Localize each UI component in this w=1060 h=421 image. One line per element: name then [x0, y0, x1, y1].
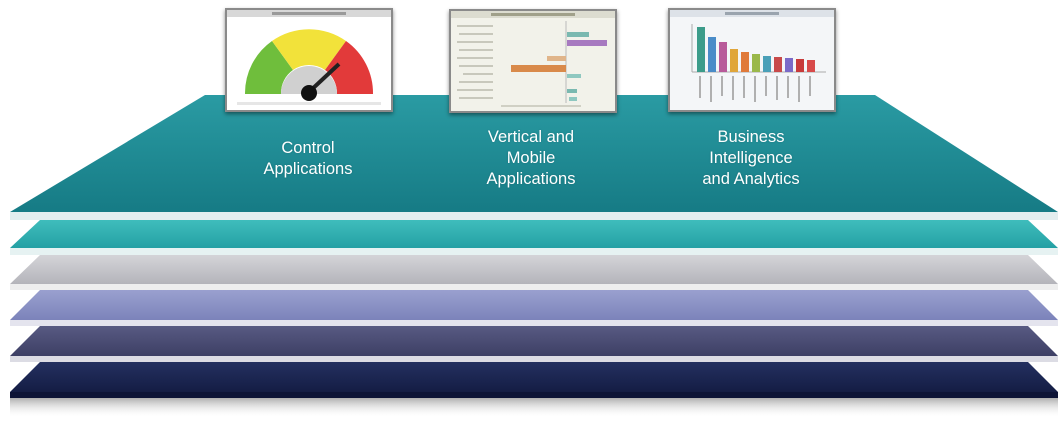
bar-chart-icon [451, 11, 615, 111]
label-line: Applications [486, 170, 576, 188]
top-platform [10, 95, 1058, 212]
column-chart-thumbnail [668, 8, 836, 112]
bar-chart-thumbnail [449, 9, 617, 113]
label-line: Mobile [506, 149, 556, 167]
gauge-chart-thumbnail [225, 8, 393, 112]
stack-shadow [10, 398, 1058, 418]
label-line: Vertical and [487, 128, 575, 146]
label-line: Intelligence [709, 149, 793, 167]
layer-slate [10, 326, 1058, 356]
label-line: Applications [263, 160, 353, 178]
business-intelligence-analytics-label: Business Intelligence and Analytics [651, 127, 851, 190]
label-line: and Analytics [702, 170, 800, 188]
control-applications-label: Control Applications [208, 138, 408, 180]
column-chart-icon [670, 10, 834, 110]
layer-navy [10, 362, 1058, 392]
layer-teal [10, 220, 1058, 248]
label-line: Control [281, 139, 335, 157]
vertical-mobile-applications-label: Vertical and Mobile Applications [431, 127, 631, 190]
gauge-chart-icon [227, 10, 391, 105]
label-line: Business [717, 128, 785, 146]
layer-lavender [10, 290, 1058, 320]
layer-gray [10, 255, 1058, 284]
